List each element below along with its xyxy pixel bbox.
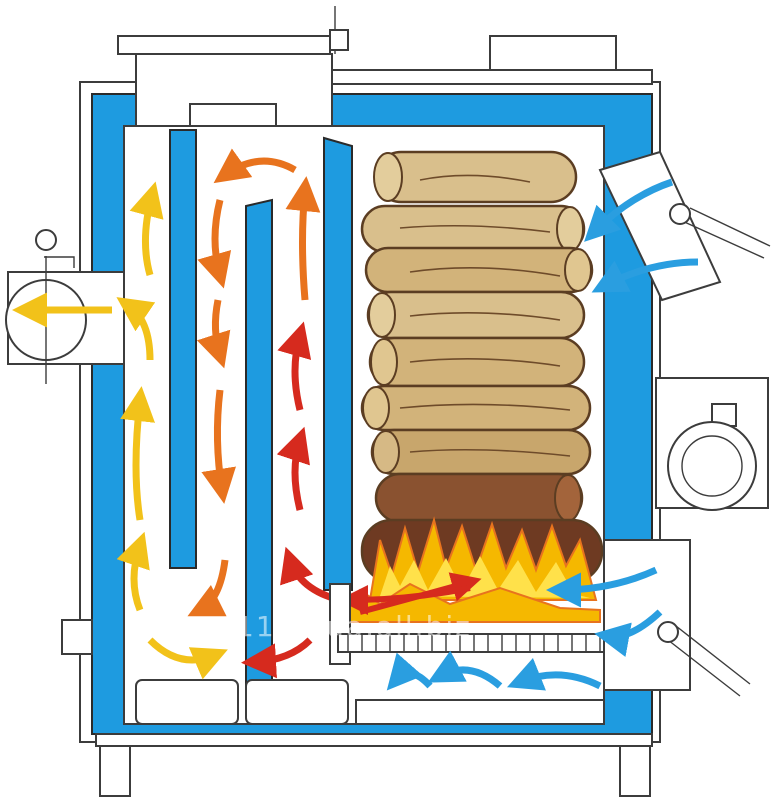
cool-gas-arrow xyxy=(116,531,150,612)
log-end xyxy=(362,386,390,430)
ash-lever-knob xyxy=(657,621,679,643)
base-plate xyxy=(95,733,653,747)
hot-gas-arrow xyxy=(241,637,313,679)
damper-knob xyxy=(35,229,57,251)
log-end xyxy=(373,152,403,202)
baffle-3 xyxy=(323,136,353,591)
air-door-icon xyxy=(584,150,771,302)
cleanout-1 xyxy=(135,679,239,725)
leg-left xyxy=(99,745,131,797)
blower-inner xyxy=(681,435,743,497)
hatch-hinge xyxy=(329,29,349,51)
warm-gas-arrow xyxy=(187,559,229,617)
air-under-grate-arrow xyxy=(506,657,602,691)
watermark-text: 1113.ua.all.biz xyxy=(236,610,472,643)
cool-gas-arrow xyxy=(147,637,228,680)
hot-gas-arrow xyxy=(276,426,310,511)
side-bracket xyxy=(61,619,93,655)
top-rail xyxy=(331,69,653,85)
air-in-arrow xyxy=(594,609,663,657)
firewood-stack xyxy=(360,150,604,584)
wood-grain xyxy=(399,174,571,457)
log-end xyxy=(368,292,396,338)
blower-icon xyxy=(655,377,769,511)
air-in-arrow xyxy=(546,566,658,608)
log-end xyxy=(370,338,398,386)
combustion-arrow xyxy=(338,584,471,615)
flames xyxy=(338,516,601,623)
warm-gas-arrow xyxy=(197,199,232,289)
air-under-grate-arrow xyxy=(427,650,503,689)
grate-slots xyxy=(347,634,601,652)
ash-pan xyxy=(355,699,605,725)
flame-core xyxy=(380,556,590,598)
warm-gas-arrow xyxy=(201,389,236,504)
log-end xyxy=(372,430,400,474)
air-in-arrow xyxy=(584,178,674,242)
ash-door-icon xyxy=(386,539,751,697)
gas-flow-arrows xyxy=(116,148,341,680)
blower-fan xyxy=(667,421,757,511)
log-charred xyxy=(374,472,584,524)
air-in-arrow xyxy=(591,258,699,293)
warm-gas-arrow xyxy=(285,176,321,301)
top-lid xyxy=(117,35,331,55)
log-end xyxy=(554,474,582,522)
log-end xyxy=(564,248,592,292)
baffle-1 xyxy=(169,129,197,569)
ash-door xyxy=(603,539,691,691)
log xyxy=(374,150,578,204)
log xyxy=(370,428,592,476)
grate xyxy=(329,583,607,725)
hatch-neck xyxy=(189,103,277,127)
warm-gas-arrow xyxy=(213,148,297,184)
cool-gas-arrow xyxy=(116,297,156,361)
log xyxy=(366,290,586,340)
door-lever xyxy=(679,207,771,259)
heat-exchanger xyxy=(135,129,353,725)
cool-gas-arrow xyxy=(120,386,156,521)
cleanout-2 xyxy=(245,679,349,725)
leg-right xyxy=(619,745,651,797)
log xyxy=(364,246,594,294)
log xyxy=(368,336,586,388)
log xyxy=(360,204,586,254)
warm-gas-arrow xyxy=(196,299,231,369)
air-under-grate-arrow xyxy=(386,652,433,691)
log-end xyxy=(556,206,584,252)
lever-knob xyxy=(669,203,691,225)
hot-gas-arrow xyxy=(277,321,312,411)
damper-lever xyxy=(44,256,75,268)
flue-pipe-icon xyxy=(5,229,125,384)
flame-shape xyxy=(368,516,598,601)
cool-gas-arrow xyxy=(129,181,164,276)
ash-door-lever xyxy=(667,625,751,697)
